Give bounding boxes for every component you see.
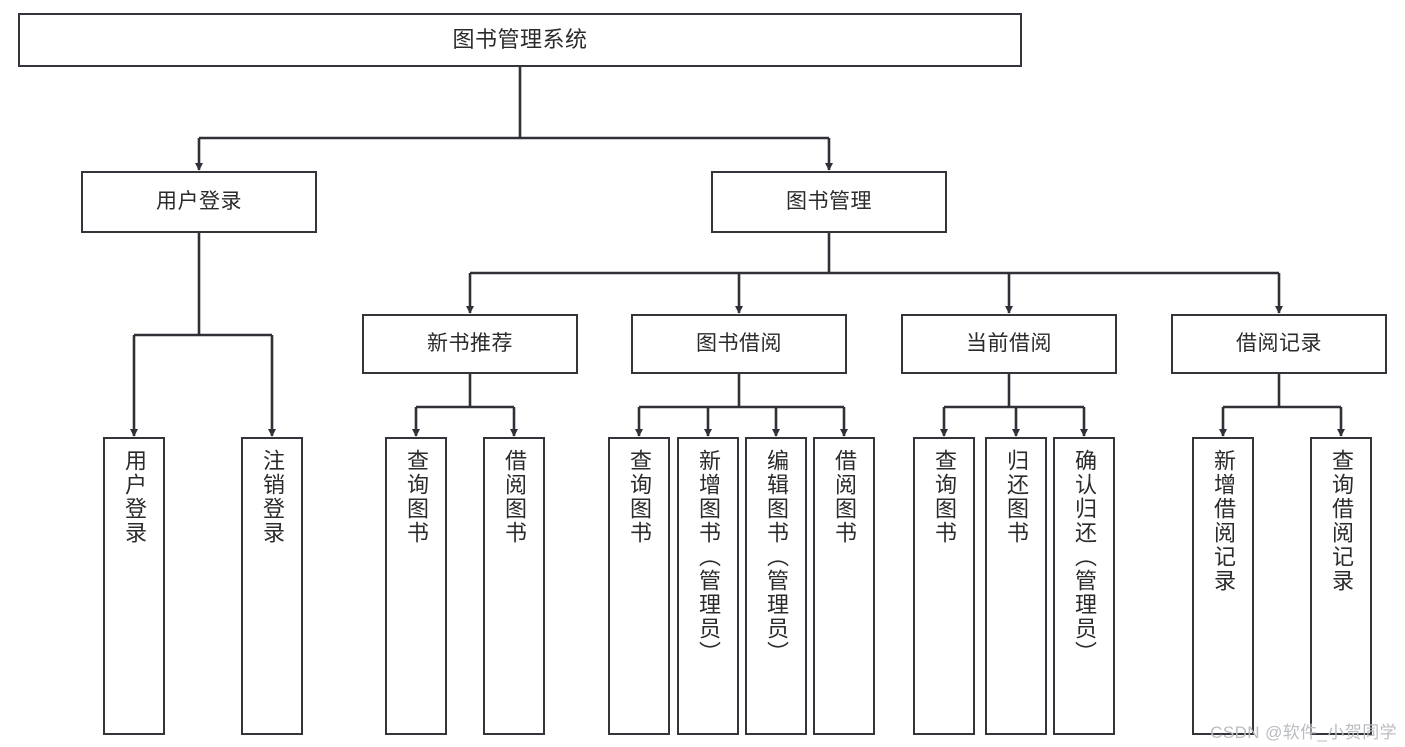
node-label: 编辑图书（管理员）	[764, 449, 789, 665]
node-leaf-edit-book[interactable]: 编辑图书（管理员）	[745, 437, 807, 735]
node-leaf-return-book[interactable]: 归还图书	[985, 437, 1047, 735]
csdn-watermark: CSDN @软件_小贺同学	[1210, 723, 1397, 742]
node-leaf-borrow-book-2[interactable]: 借阅图书	[813, 437, 875, 735]
node-current-borrow[interactable]: 当前借阅	[901, 314, 1117, 374]
node-label: 确认归还（管理员）	[1072, 449, 1097, 665]
node-label: 查询图书	[404, 449, 429, 545]
node-label: 新增图书（管理员）	[696, 449, 721, 665]
node-leaf-add-record[interactable]: 新增借阅记录	[1192, 437, 1254, 735]
node-label: 图书借阅	[696, 331, 782, 355]
node-label: 归还图书	[1004, 449, 1029, 545]
node-label: 新增借阅记录	[1211, 449, 1236, 593]
node-label: 注销登录	[260, 449, 285, 545]
node-leaf-query-book-3[interactable]: 查询图书	[913, 437, 975, 735]
node-label: 用户登录	[122, 449, 147, 545]
node-leaf-borrow-book-1[interactable]: 借阅图书	[483, 437, 545, 735]
node-leaf-query-book-2[interactable]: 查询图书	[608, 437, 670, 735]
node-user-login[interactable]: 用户登录	[81, 171, 317, 233]
node-label: 查询图书	[627, 449, 652, 545]
node-label: 查询图书	[932, 449, 957, 545]
node-label: 当前借阅	[966, 331, 1052, 355]
node-leaf-user-login[interactable]: 用户登录	[103, 437, 165, 735]
node-root[interactable]: 图书管理系统	[18, 13, 1022, 67]
node-label: 借阅图书	[832, 449, 857, 545]
node-borrow-record[interactable]: 借阅记录	[1171, 314, 1387, 374]
node-leaf-confirm-return[interactable]: 确认归还（管理员）	[1053, 437, 1115, 735]
node-label: 借阅记录	[1236, 331, 1322, 355]
node-label: 图书管理系统	[452, 27, 588, 53]
node-leaf-query-book-1[interactable]: 查询图书	[385, 437, 447, 735]
node-leaf-add-book[interactable]: 新增图书（管理员）	[677, 437, 739, 735]
node-label: 新书推荐	[427, 331, 513, 355]
node-leaf-user-logout[interactable]: 注销登录	[241, 437, 303, 735]
node-leaf-query-record[interactable]: 查询借阅记录	[1310, 437, 1372, 735]
node-new-book-recommend[interactable]: 新书推荐	[362, 314, 578, 374]
node-label: 借阅图书	[502, 449, 527, 545]
node-book-borrow[interactable]: 图书借阅	[631, 314, 847, 374]
node-label: 查询借阅记录	[1329, 449, 1354, 593]
node-label: 用户登录	[156, 189, 242, 213]
node-book-manage[interactable]: 图书管理	[711, 171, 947, 233]
node-label: 图书管理	[786, 189, 872, 213]
